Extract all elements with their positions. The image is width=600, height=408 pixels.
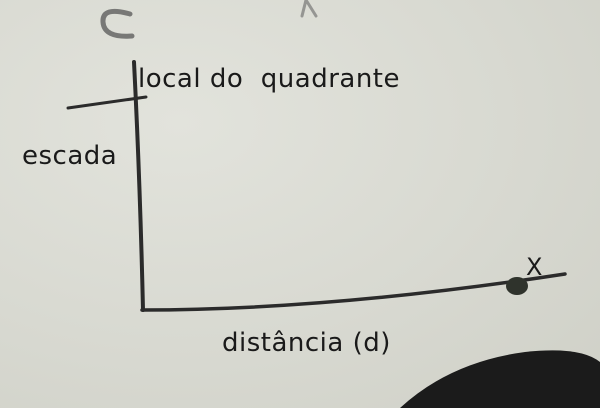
quadrant-tick-mark bbox=[66, 95, 148, 110]
foreground-dark-object bbox=[400, 350, 600, 408]
ladder-label: escada bbox=[22, 141, 118, 171]
point-x-marker bbox=[506, 277, 528, 295]
top-partial-letter-c bbox=[100, 8, 135, 39]
quadrant-location-label: local do quadrante bbox=[138, 64, 400, 94]
distance-label: distância (d) bbox=[222, 328, 391, 358]
ground-distance-line bbox=[140, 272, 567, 312]
point-x-label: X bbox=[526, 253, 543, 281]
top-partial-letter-a bbox=[300, 0, 318, 18]
ladder-vertical-line bbox=[132, 60, 145, 312]
